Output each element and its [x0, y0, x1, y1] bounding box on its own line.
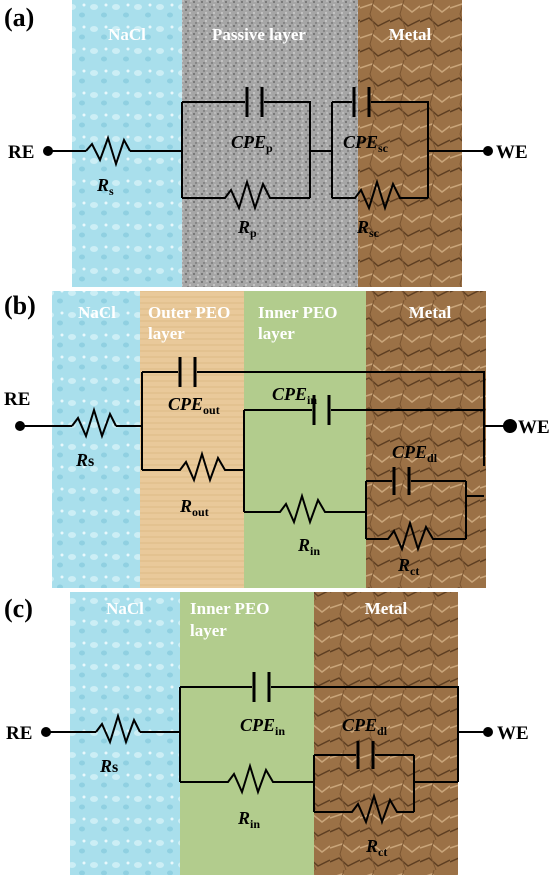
- re-label-a: RE: [8, 142, 34, 163]
- re-terminal-a: [43, 146, 53, 156]
- label-rsc: Rsc: [356, 217, 380, 240]
- region-label-inner-peo-c-1: Inner PEO: [190, 599, 270, 618]
- inner-peo-region-c: [180, 592, 314, 875]
- label-rin-c: Rin: [237, 808, 260, 831]
- panel-c: (c) NaCl Inner PEO layer Metal: [4, 592, 529, 875]
- outer-peo-region-b: [140, 291, 244, 588]
- region-label-nacl-c: NaCl: [106, 599, 144, 618]
- metal-region-a: [358, 0, 462, 287]
- label-cpe-sc: CPEsc: [343, 132, 389, 155]
- panel-b: (b) NaCl Outer PEO layer Inner PEO layer…: [4, 291, 550, 588]
- region-label-inner-peo-c-2: layer: [190, 621, 227, 640]
- region-label-outer-peo-1: Outer PEO: [148, 303, 230, 322]
- wiring-a: [48, 101, 488, 212]
- label-cpe-out: CPEout: [168, 394, 220, 417]
- region-label-nacl: NaCl: [108, 25, 146, 44]
- inner-peo-region-b: [244, 291, 366, 588]
- wiring-c: [46, 686, 488, 826]
- wiring-b: [20, 371, 510, 553]
- capacitor-cpe-dl-b: [392, 467, 411, 495]
- re-terminal-b: [15, 421, 25, 431]
- passive-layer-region-a: [182, 0, 358, 287]
- capacitor-cpe-p: [245, 87, 264, 117]
- nacl-region-c: [70, 592, 180, 875]
- region-label-nacl-b: NaCl: [78, 303, 116, 322]
- metal-region-c: [314, 592, 458, 875]
- region-label-metal-b: Metal: [409, 303, 452, 322]
- region-label-inner-peo-1: Inner PEO: [258, 303, 338, 322]
- nacl-region-b: [52, 291, 140, 588]
- label-rs-c: Rs: [99, 756, 118, 776]
- region-label-outer-peo-2: layer: [148, 324, 185, 343]
- capacitor-cpe-sc: [352, 87, 371, 117]
- region-label-metal: Metal: [389, 25, 432, 44]
- capacitor-cpe-out: [178, 357, 197, 387]
- we-terminal-c: [483, 727, 493, 737]
- capacitor-cpe-in-c: [252, 672, 271, 702]
- label-cpe-p: CPEp: [231, 132, 273, 155]
- label-cpe-dl-c: CPEdl: [342, 715, 388, 738]
- re-label-c: RE: [6, 723, 32, 744]
- label-cpe-in-c: CPEin: [240, 715, 285, 738]
- label-cpe-dl-b: CPEdl: [392, 442, 438, 465]
- metal-region-b: [366, 291, 486, 588]
- we-label-b: WE: [518, 417, 550, 438]
- panel-a: (a) NaCl Passive layer Metal RE: [4, 0, 528, 287]
- label-rs-b: Rs: [75, 450, 94, 470]
- panel-b-label: (b): [4, 291, 36, 320]
- label-cpe-in-b: CPEin: [272, 384, 317, 407]
- re-label-b-visible: RE: [4, 389, 30, 410]
- panel-c-label: (c): [4, 594, 33, 623]
- region-label-metal-c: Metal: [365, 599, 408, 618]
- label-rp: Rp: [237, 217, 257, 240]
- we-terminal-a: [483, 146, 493, 156]
- region-label-inner-peo-2: layer: [258, 324, 295, 343]
- label-rct-c: Rct: [365, 836, 387, 859]
- label-rs-a: Rs: [96, 175, 114, 198]
- label-rout: Rout: [179, 496, 209, 519]
- capacitor-cpe-in-b: [312, 395, 331, 425]
- we-label-c: WE: [497, 723, 529, 744]
- label-rct-b: Rct: [397, 555, 419, 578]
- we-label-a: WE: [496, 142, 528, 163]
- re-terminal-c: [41, 727, 51, 737]
- capacitor-cpe-dl-c: [356, 741, 375, 769]
- we-terminal-b: [503, 419, 517, 433]
- region-label-passive: Passive layer: [212, 25, 306, 44]
- panel-a-label: (a): [4, 3, 34, 32]
- label-rin-b: Rin: [297, 535, 320, 558]
